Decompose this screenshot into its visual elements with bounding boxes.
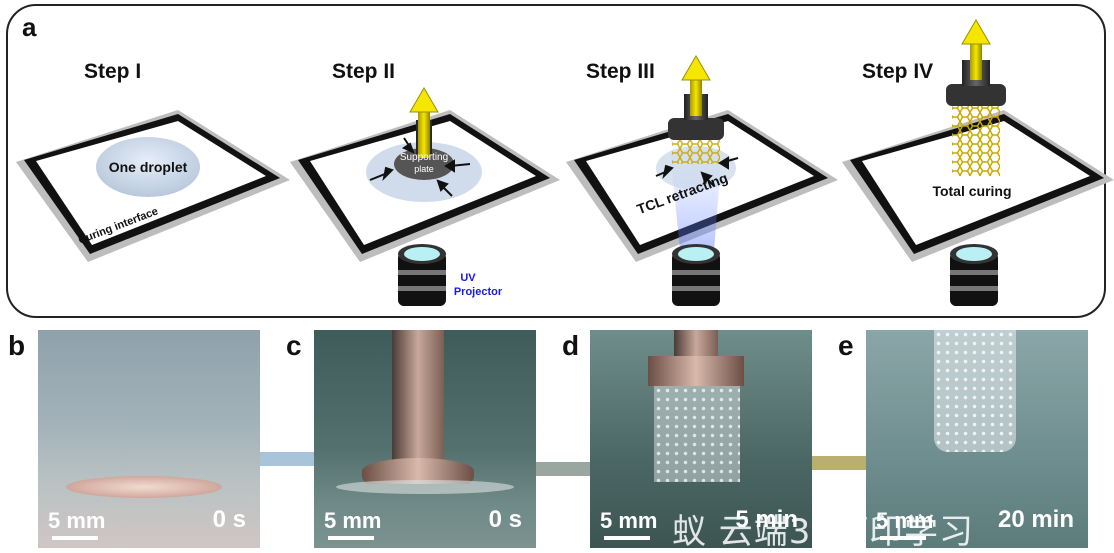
connector-strip — [536, 462, 592, 476]
step-3-plate — [566, 55, 838, 306]
shaft-photo — [392, 330, 444, 460]
connector-strip — [258, 452, 318, 466]
time-label: 0 s — [488, 506, 522, 533]
connector-strip — [812, 456, 868, 470]
lift-arrow-icon — [961, 19, 991, 80]
uv-projector-icon — [672, 244, 720, 306]
scale-label: 5 mm — [876, 508, 934, 533]
lattice-photo — [654, 386, 740, 482]
photo-b: 5 mm 0 s — [38, 330, 260, 548]
plate-photo — [648, 356, 744, 386]
photo-e: 5 mm 20 min — [866, 330, 1088, 548]
time-label: 20 min — [997, 506, 1074, 533]
panel-label-c: c — [286, 330, 302, 361]
uv-label: UV — [460, 272, 476, 284]
lattice-structure — [952, 104, 1000, 176]
inward-arrows — [369, 137, 471, 197]
panel-label-e: e — [838, 330, 854, 361]
step-4-plate — [842, 19, 1114, 306]
plate-photo — [362, 458, 474, 484]
step-2-title: Step II — [332, 60, 396, 83]
lattice-photo — [934, 330, 1016, 452]
supporting-plate — [946, 84, 1006, 106]
projector-label: Projector — [454, 286, 503, 298]
scale-bar — [880, 536, 926, 540]
supporting-plate — [394, 148, 454, 180]
uv-projector-icon — [398, 244, 446, 306]
lift-arrow-icon — [681, 55, 711, 116]
scale-label: 5 mm — [48, 508, 106, 533]
step-2-annotation-1: Supporting — [400, 152, 448, 163]
scale-bar — [328, 536, 374, 540]
step-4-annotation: Total curing — [932, 183, 1011, 199]
schematic-illustration: One droplet Curing interface Supporting … — [16, 19, 1114, 306]
panel-label-a: a — [22, 12, 37, 42]
step-1-title: Step I — [84, 60, 142, 83]
scale-bar — [52, 536, 98, 540]
step-1-annotation: One droplet — [109, 159, 188, 175]
step-2-plate — [290, 87, 560, 262]
step-1-plate — [16, 110, 290, 262]
panel-label-b: b — [8, 330, 26, 361]
supporting-plate — [668, 118, 724, 140]
photo-d: 5 mm 5 min — [590, 330, 812, 548]
liquid-film — [336, 480, 514, 494]
photo-c: 5 mm 0 s — [314, 330, 536, 548]
retract-arrows — [655, 156, 739, 187]
step-3-title: Step III — [586, 60, 655, 83]
step-2-annotation-2: plate — [414, 164, 434, 174]
shaft-photo — [674, 330, 718, 358]
watermark: 蚁 云端3d打印学习 — [672, 512, 975, 552]
scale-bar — [604, 536, 650, 540]
cured-lattice — [672, 138, 720, 164]
scale-label: 5 mm — [600, 508, 658, 533]
time-label: 5 min — [735, 506, 798, 533]
scale-label: 5 mm — [324, 508, 382, 533]
droplet-photo — [66, 476, 222, 498]
panel-label-d: d — [562, 330, 580, 361]
step-4-title: Step IV — [862, 60, 934, 83]
lift-arrow-icon — [409, 87, 439, 158]
uv-projector-icon — [950, 244, 998, 306]
time-label: 0 s — [212, 506, 246, 533]
droplet — [96, 137, 200, 197]
